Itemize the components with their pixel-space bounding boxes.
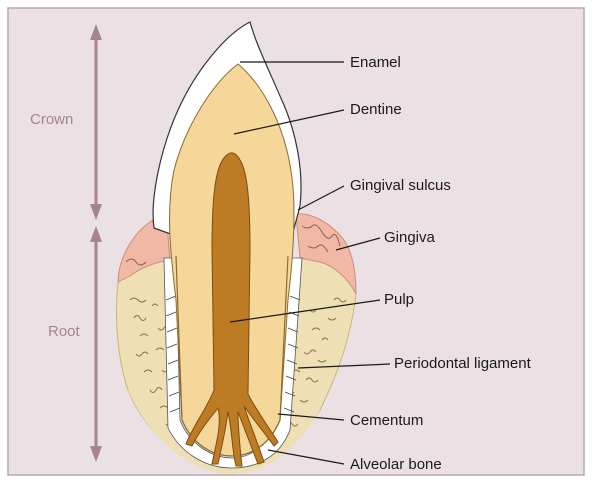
label-gingiva: Gingiva (384, 229, 436, 246)
label-pulp: Pulp (384, 291, 414, 308)
label-periodontal-ligament: Periodontal ligament (394, 355, 532, 372)
label-alveolar-bone: Alveolar bone (350, 456, 442, 473)
crown-label: Crown (30, 111, 73, 128)
label-enamel: Enamel (350, 54, 401, 71)
label-cementum: Cementum (350, 412, 423, 429)
label-dentine: Dentine (350, 101, 402, 118)
label-gingival-sulcus: Gingival sulcus (350, 177, 451, 194)
root-label: Root (48, 323, 81, 340)
